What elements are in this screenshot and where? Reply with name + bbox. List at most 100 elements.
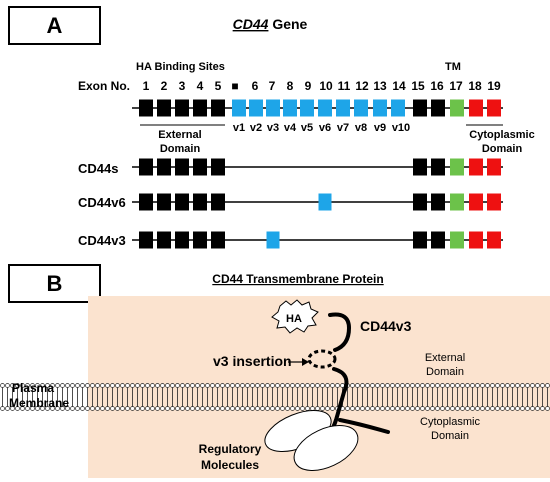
variant-label: v6 [319,122,331,134]
exon-number: 15 [411,79,425,93]
isoform-cd44s: CD44s [78,158,503,176]
exon-number: 11 [338,79,351,93]
gene-exon-row [139,99,501,117]
variant-exon [300,99,314,117]
ha-label: HA [286,313,302,325]
cytoplasmic-exon [469,231,483,249]
regulatory-molecule [293,425,359,471]
plasma-membrane-label-line2: Membrane [9,396,69,410]
constant-exon [193,158,207,176]
v3-insertion-loop [307,349,337,369]
constant-exon [431,158,445,176]
variant-exon [249,99,263,117]
isoform-label: CD44s [78,161,118,176]
exon-number: 4 [197,79,204,93]
exon-number: 16 [430,79,444,93]
constant-exon [431,231,445,249]
isoform-cd44v6: CD44v6 [78,193,503,211]
external-domain-label-line2: Domain [160,143,201,155]
exon-number: 10 [319,79,333,93]
transmembrane-exon [450,158,464,176]
constant-exon [413,99,427,117]
cd44-cytoplasmic-tail [338,418,390,434]
variant-label: v2 [250,122,262,134]
transmembrane-exon [450,99,464,117]
exon-number: 12 [355,79,369,93]
variant-exon [232,99,246,117]
constant-exon [139,99,153,117]
exon-number: 1 [143,79,150,93]
panel-a-label: A [8,6,101,45]
cytoplasmic-domain-label-line2: Domain [482,143,523,155]
panel-a: CD44 Gene HA Binding Sites TM Exon No. 1… [78,16,535,249]
constant-exon [175,193,189,211]
cytoplasmic-exon [487,231,501,249]
cd44-extracellular-head [328,312,352,352]
variant-label: v4 [284,122,297,134]
exon-number: 7 [269,79,276,93]
constant-exon [211,231,225,249]
constant-exon [193,231,207,249]
exon-number: 18 [468,79,482,93]
exon-number: 8 [287,79,294,93]
constant-exon [413,193,427,211]
variant-exon-v6 [318,193,332,211]
exon-number: 6 [252,79,259,93]
constant-exon [157,99,171,117]
constant-exon [175,99,189,117]
isoform-exons [139,158,501,176]
variant-exon [283,99,297,117]
protein-title: CD44 Transmembrane Protein [212,272,383,286]
ha-ligand-starburst [271,299,319,334]
constant-exon [431,99,445,117]
constant-exon [157,231,171,249]
constant-exon [139,158,153,176]
isoform-label: CD44v3 [78,233,126,248]
cytoplasmic-exon [469,99,483,117]
gene-title-italic: CD44 [233,16,269,32]
variant-label: v1 [233,122,245,134]
variant-label: v8 [355,122,367,134]
cytoplasmic-domain-label-line1: Cytoplasmic [420,416,480,428]
gene-title-suffix: Gene [268,16,307,32]
constant-exon [211,158,225,176]
v3-insertion-arrowhead [302,358,309,366]
external-domain-label-line1: External [425,352,465,364]
exon-number: 14 [392,79,406,93]
cytoplasmic-exon [469,158,483,176]
transmembrane-exon [450,231,464,249]
variant-exon [266,99,280,117]
exon-number: 5 [215,79,222,93]
cytoplasmic-domain-label-line2: Domain [431,430,469,442]
constant-exon [157,158,171,176]
exon-number: 2 [161,79,168,93]
exon-number: 19 [487,79,501,93]
constant-exon [413,158,427,176]
cytoplasmic-exon [469,193,483,211]
exon-number: 17 [449,79,463,93]
constant-exon [193,193,207,211]
constant-exon [413,231,427,249]
isoform-exons [139,231,501,249]
tm-label: TM [445,61,461,73]
variant-exon [336,99,350,117]
constant-exon [157,193,171,211]
variant-label: v9 [374,122,386,134]
cytoplasmic-exon [487,99,501,117]
exon-number: 13 [373,79,387,93]
variant-exon [318,99,332,117]
isoform-exons [139,193,501,211]
variant-exon-v3 [266,231,280,249]
constant-exon [175,231,189,249]
constant-exon [139,193,153,211]
exon-number: 3 [179,79,186,93]
constant-exon [211,99,225,117]
regulatory-molecules-label-line2: Molecules [201,458,259,472]
variant-label: v7 [337,122,349,134]
protein-label: CD44v3 [360,318,412,334]
cytoplasmic-exon [487,158,501,176]
plasma-membrane-bilayer [0,383,550,411]
plasma-membrane-label-line1: Plasma [12,381,54,395]
